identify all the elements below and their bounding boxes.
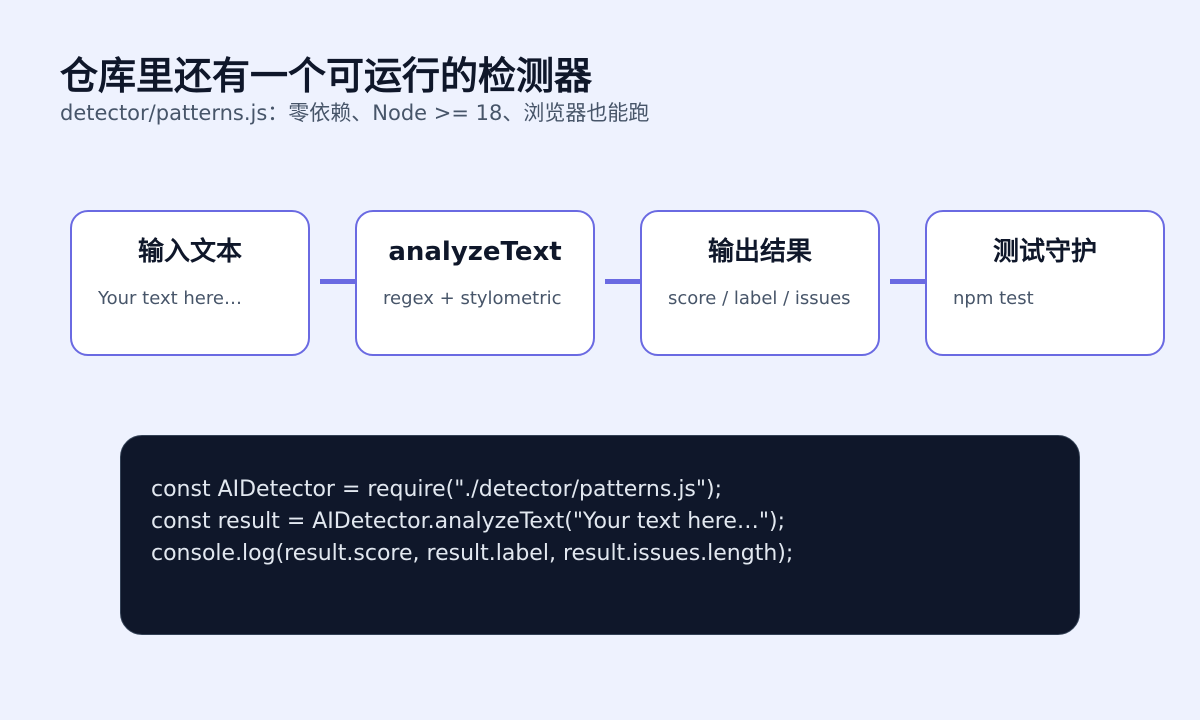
step-test-guard: 测试守护 npm test [925,210,1165,356]
page-title: 仓库里还有一个可运行的检测器 [60,54,593,98]
pipeline-diagram: 输入文本 Your text here… analyzeText regex +… [70,210,1166,356]
step-analyze-text: analyzeText regex + stylometric [355,210,595,356]
step-description: Your text here… [98,288,242,309]
code-lines: const AIDetector = require("./detector/p… [151,474,793,570]
step-title: 输入文本 [137,237,242,267]
step-description: npm test [953,288,1034,309]
code-line: const AIDetector = require("./detector/p… [151,477,723,502]
step-title: 测试守护 [992,237,1097,267]
step-title: 输出结果 [707,237,812,267]
connector-line [320,279,356,284]
step-output-result: 输出结果 score / label / issues [640,210,880,356]
code-line: console.log(result.score, result.label, … [151,541,794,566]
connector-line [890,279,926,284]
step-description: regex + stylometric [383,288,562,309]
step-description: score / label / issues [668,288,851,309]
page-subtitle: detector/patterns.js：零依赖、Node >= 18、浏览器也… [60,101,650,125]
code-line: const result = AIDetector.analyzeText("Y… [151,509,785,534]
code-block: const AIDetector = require("./detector/p… [120,435,1080,635]
step-input-text: 输入文本 Your text here… [70,210,310,356]
connector-line [605,279,641,284]
step-title: analyzeText [388,237,562,267]
